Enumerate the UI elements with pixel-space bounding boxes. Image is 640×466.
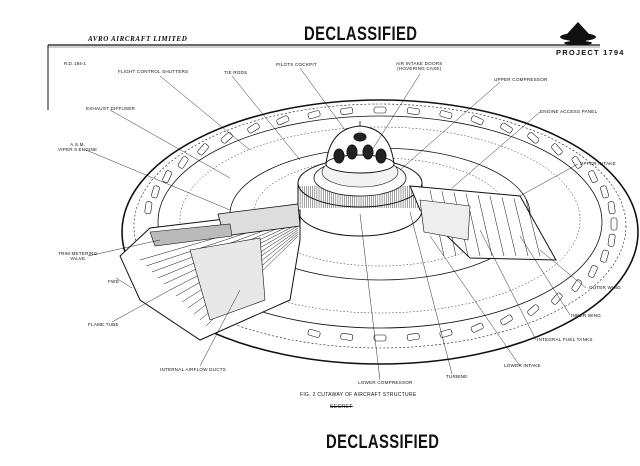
- label-fwd: FWD: [108, 279, 120, 284]
- label-trim-metering-valve: TRIM METERING VALVE: [58, 251, 98, 262]
- shutter-slot: [587, 265, 598, 278]
- label-pilots-cockpit: PILOTS COCKPIT: [276, 62, 317, 67]
- shutter-slot: [144, 201, 153, 215]
- shutter-slot: [406, 107, 420, 116]
- shutter-slot: [439, 110, 453, 120]
- pilot-cockpit-dome: [325, 121, 395, 174]
- shutter-slot: [373, 334, 387, 342]
- shutter-slot: [610, 217, 618, 231]
- shutter-slot: [571, 279, 583, 292]
- shutter-slot: [177, 156, 189, 169]
- label-internal-airflow-ducts: INTERNAL AIRFLOW DUCTS: [160, 367, 226, 372]
- shutter-slot: [307, 328, 321, 338]
- shutter-slot: [607, 233, 616, 247]
- shutter-slot: [162, 170, 173, 183]
- label-upper-intake: UPPER INTAKE: [580, 161, 616, 166]
- shutter-slot: [470, 115, 484, 126]
- label-flight-control-shutters: FLIGHT CONTROL SHUTTERS: [118, 69, 189, 74]
- label-engine-access-panel: ENGINE ACCESS PANEL: [540, 109, 598, 114]
- label-lower-intake: LOWER INTAKE: [504, 363, 541, 368]
- shutter-slot: [600, 185, 609, 199]
- label-lower-compressor: LOWER COMPRESSOR: [358, 380, 413, 385]
- label-outer-wing: OUTER WING: [589, 285, 621, 290]
- document-reference: R.D. 194-1: [64, 61, 86, 66]
- shutter-slot: [470, 322, 484, 333]
- shutter-slot: [527, 132, 540, 144]
- classification-mark: SECRET: [330, 404, 353, 410]
- shutter-slot: [551, 143, 563, 156]
- declassified-stamp-top: DECLASSIFIED: [304, 24, 418, 45]
- shutter-slot: [571, 156, 583, 169]
- shutter-slot: [500, 314, 513, 326]
- label-turbine: TURBINE: [446, 374, 468, 379]
- label-exhaust-diffuser: EXHAUST DIFFUSER: [86, 106, 136, 111]
- shutter-slot: [439, 328, 453, 338]
- label-flame-tube: FLAME TUBE: [88, 322, 119, 327]
- shutter-slot: [247, 122, 260, 134]
- company-name: AVRO AIRCRAFT LIMITED: [88, 35, 188, 43]
- label-upper-compressor: UPPER COMPRESSOR: [494, 77, 548, 82]
- project-number: PROJECT 1794: [556, 48, 625, 57]
- label-tie-rods: TIE RODS: [224, 70, 248, 75]
- declassified-stamp-bottom: DECLASSIFIED: [326, 432, 440, 453]
- cutaway-engine-section: [119, 203, 301, 341]
- leader-lines: [85, 67, 587, 381]
- shutter-slot: [551, 292, 563, 305]
- shutter-slot: [276, 115, 290, 126]
- label-inner-wing: INNER WING: [571, 313, 602, 318]
- cutaway-fuel-tank-section: [409, 185, 557, 261]
- label-asm-viper-engine: A.S.M. VIPER 8 ENGINE: [58, 142, 98, 153]
- shutter-slot: [527, 304, 540, 316]
- label-air-intake-doors: AIR INTAKE DOORS (HOVERING CASE): [396, 61, 443, 72]
- flight-control-shutter-ring: [144, 106, 618, 342]
- shutter-slot: [607, 201, 616, 215]
- shutter-slot: [220, 132, 233, 144]
- label-integral-fuel-tanks: INTEGRAL FUEL TANKS: [537, 337, 593, 342]
- shutter-slot: [340, 332, 354, 341]
- shutter-slot: [340, 107, 354, 116]
- shutter-slot: [406, 332, 420, 341]
- figure-caption: FIG. 2 CUTAWAY OF AIRCRAFT STRUCTURE: [300, 392, 417, 398]
- shutter-slot: [307, 110, 321, 120]
- shutter-slot: [373, 106, 387, 114]
- shutter-slot: [197, 143, 209, 156]
- shutter-slot: [587, 170, 598, 183]
- saucer-logo-icon: [560, 22, 596, 46]
- shutter-slot: [600, 249, 609, 263]
- shutter-slot: [151, 185, 160, 199]
- shutter-slot: [500, 122, 513, 134]
